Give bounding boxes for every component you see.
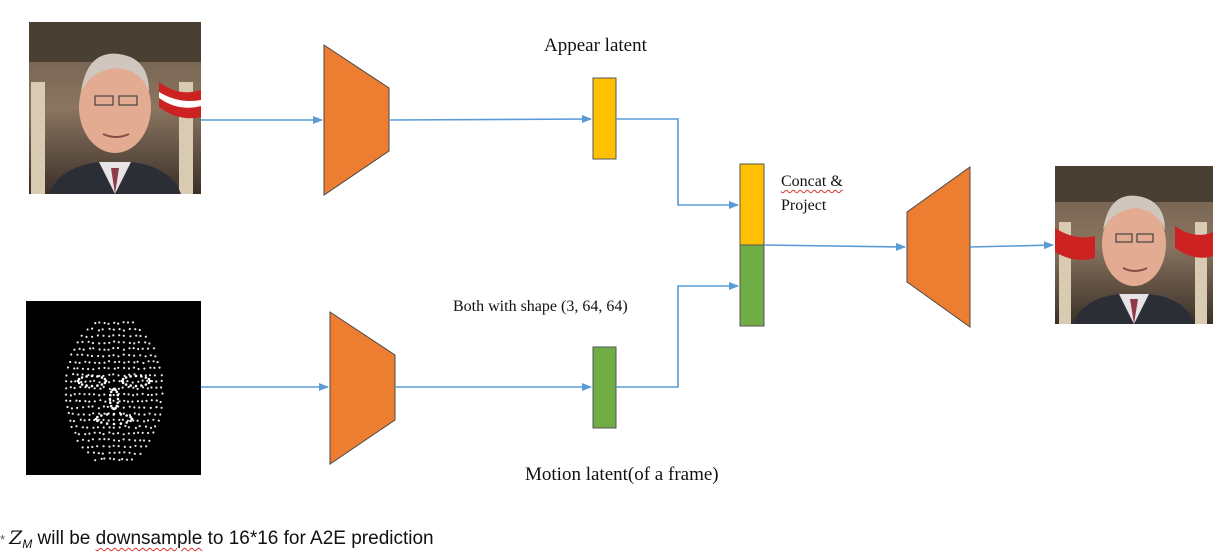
z-symbol: Z: [9, 527, 23, 549]
footnote-text-pre: will be: [32, 528, 96, 549]
appearance-encoder: [323, 44, 390, 196]
shape-note-label: Both with shape (3, 64, 64): [453, 298, 628, 315]
motion-encoder: [329, 311, 396, 465]
arrow-encoder-to-appear-latent: [388, 115, 592, 124]
arrow-decoder-to-output: [969, 241, 1054, 250]
concat-project-label-line1: Concat &: [781, 173, 843, 191]
concat-motion-block: [739, 244, 765, 327]
landmark-face-image: [26, 301, 201, 475]
arrow-concat-to-decoder: [763, 242, 906, 251]
arrow-motion-latent-to-concat: [616, 282, 739, 388]
motion-latent-block: [592, 346, 617, 429]
footnote: *ZM will be downsample to 16*16 for A2E …: [0, 527, 434, 551]
output-face-image: [1055, 166, 1213, 324]
source-face-image: [29, 22, 201, 194]
footnote-text-post: to 16*16 for A2E prediction: [202, 528, 434, 549]
arrow-appear-latent-to-concat: [616, 118, 739, 209]
appear-latent-block: [592, 77, 617, 160]
footnote-text-spell: downsample: [95, 528, 203, 549]
appear-latent-label: Appear latent: [544, 35, 647, 56]
concat-project-label-line2: Project: [781, 197, 827, 214]
motion-latent-label: Motion latent(of a frame): [525, 464, 719, 485]
decoder: [906, 166, 971, 328]
footnote-star: *: [0, 532, 6, 547]
concat-word: Concat &: [781, 173, 843, 190]
z-subscript: M: [22, 537, 33, 551]
concat-appear-block: [739, 163, 765, 246]
